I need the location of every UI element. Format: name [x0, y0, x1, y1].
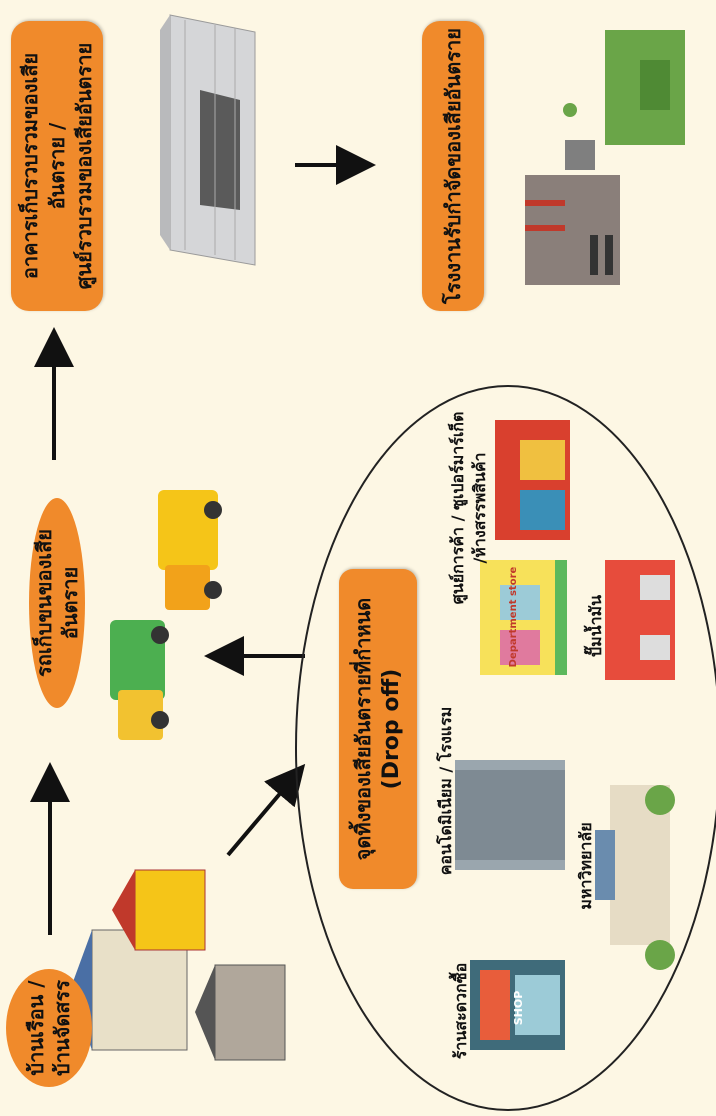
gas-station-illustration	[605, 560, 675, 680]
node-disposal-plant: โรงงานรับกำจัดของเสียอันตราย	[422, 21, 484, 311]
condominium-illustration	[455, 760, 565, 870]
node-household: บ้านเรือน / บ้านจัดสรร	[6, 969, 92, 1087]
drop-off-area-ellipse	[295, 385, 716, 1111]
label-convenience-store: ร้านสะดวกซื้อ	[451, 962, 470, 1060]
label-gas-station: ปั๊มน้ำมัน	[586, 594, 605, 658]
houses-icon	[70, 869, 286, 1061]
node-drop-off: จุดทิ้งของเสียอันตรายที่กำหนด (Drop off)	[339, 569, 417, 889]
department-store-illustration	[480, 560, 567, 675]
supermarket-illustration	[495, 420, 570, 540]
label-mall: ศูนย์การค้า / ซูเปอร์มาร์เก็ต /ห้างสรรพส…	[447, 393, 493, 623]
node-household-line1: บ้านเรือน /	[24, 980, 48, 1076]
node-disposal-plant-label: โรงงานรับกำจัดของเสียอันตราย	[441, 28, 465, 304]
node-drop-off-line1: จุดทิ้งของเสียอันตรายที่กำหนด	[350, 597, 375, 861]
node-collection-truck-label: รถเก็บขนของเสียอันตราย	[32, 528, 82, 678]
convenience-store-illustration	[470, 960, 565, 1050]
node-storage-building-line2: ศูนย์รวบรวมของเสียอันตราย	[71, 42, 96, 290]
node-household-line2: บ้านจัดสรร	[50, 980, 74, 1076]
node-storage-building-line1: อาคารเก็บรวบรวมของเสียอันตราย /	[17, 52, 69, 280]
node-storage-building: อาคารเก็บรวบรวมของเสียอันตราย / ศูนย์รวบ…	[11, 21, 103, 311]
university-illustration	[595, 785, 675, 970]
disposal-factory-icon	[525, 30, 685, 285]
yellow-garbage-truck-icon	[158, 490, 222, 610]
department-store-sign-text: Department store	[508, 566, 519, 668]
green-garbage-truck-icon	[110, 620, 169, 740]
label-condominium: คอนโดมิเนียม / โรงแรม	[436, 706, 455, 876]
storage-building-icon	[160, 14, 256, 266]
label-mall-line1: ศูนย์การค้า / ซูเปอร์มาร์เก็ต	[448, 411, 467, 605]
node-collection-truck: รถเก็บขนของเสียอันตราย	[29, 498, 85, 708]
arrow-household-to-dropoff	[226, 763, 306, 857]
label-mall-line2: /ห้างสรรพสินค้า	[469, 452, 489, 564]
node-drop-off-line2: (Drop off)	[378, 668, 404, 790]
shop-sign-text: SHOP	[512, 990, 525, 1026]
label-university: มหาวิทยาลัย	[576, 822, 595, 910]
